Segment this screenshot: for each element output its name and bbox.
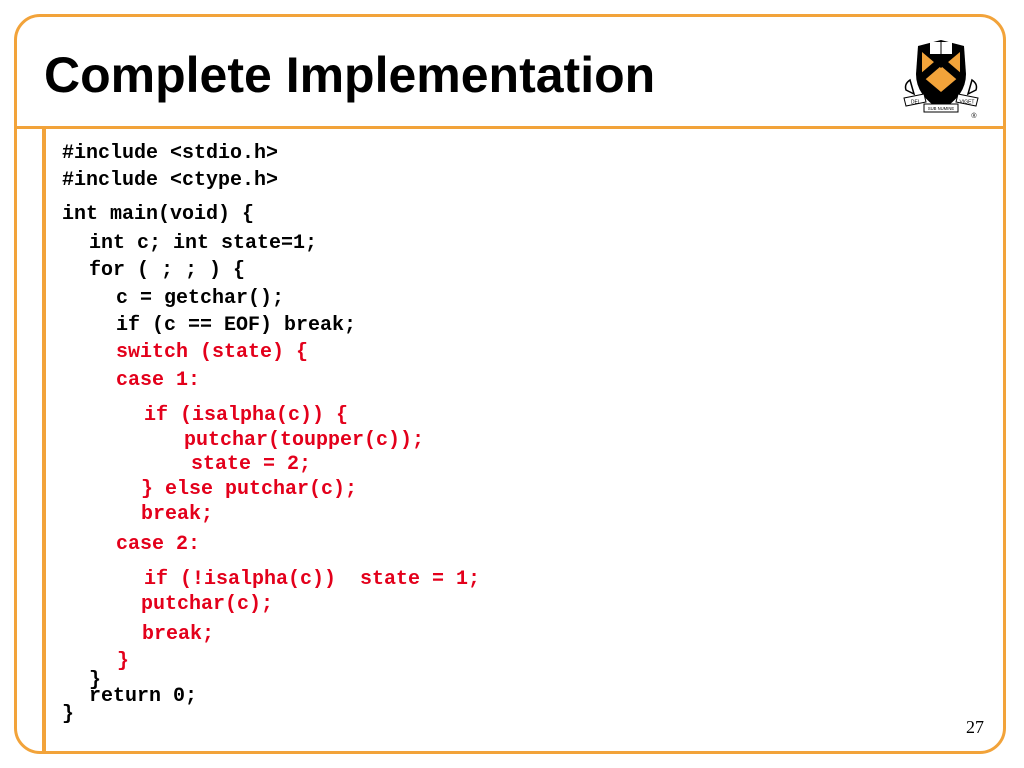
code-line: state = 2; bbox=[191, 453, 312, 476]
code-line: for ( ; ; ) { bbox=[89, 259, 246, 282]
logo-motto-left: DEI bbox=[911, 100, 919, 106]
code-line: if (c == EOF) break; bbox=[116, 314, 357, 337]
code-line: } else putchar(c); bbox=[141, 478, 358, 501]
title-divider bbox=[14, 126, 1006, 129]
code-line: putchar(toupper(c)); bbox=[184, 429, 425, 452]
logo-motto-center: SUB NUMINE bbox=[928, 106, 954, 111]
code-line: } bbox=[62, 703, 75, 726]
code-line: int c; int state=1; bbox=[89, 232, 318, 255]
code-line: if (isalpha(c)) { bbox=[144, 404, 349, 427]
princeton-shield-icon: DEI SUB NUMINE VIGET ® bbox=[903, 40, 979, 120]
logo-registered-mark: ® bbox=[971, 112, 977, 120]
code-line: case 2: bbox=[116, 533, 201, 556]
left-accent-bar bbox=[42, 126, 46, 754]
code-line: break; bbox=[142, 623, 215, 646]
code-line: if (!isalpha(c)) state = 1; bbox=[144, 568, 481, 591]
code-line: case 1: bbox=[116, 369, 201, 392]
code-line: switch (state) { bbox=[116, 341, 309, 364]
code-line: c = getchar(); bbox=[116, 287, 285, 310]
code-line: #include <stdio.h> bbox=[62, 142, 279, 165]
code-line: #include <ctype.h> bbox=[62, 169, 279, 192]
code-line: return 0; bbox=[89, 685, 198, 708]
logo-motto-right: VIGET bbox=[959, 100, 974, 106]
code-line: int main(void) { bbox=[62, 203, 255, 226]
code-line: } bbox=[117, 650, 130, 673]
slide-title: Complete Implementation bbox=[44, 47, 656, 103]
code-line: putchar(c); bbox=[141, 593, 274, 616]
code-line: break; bbox=[141, 503, 214, 526]
code-line: } bbox=[89, 669, 102, 692]
page-number: 27 bbox=[966, 717, 984, 737]
slide-frame bbox=[14, 14, 1006, 754]
